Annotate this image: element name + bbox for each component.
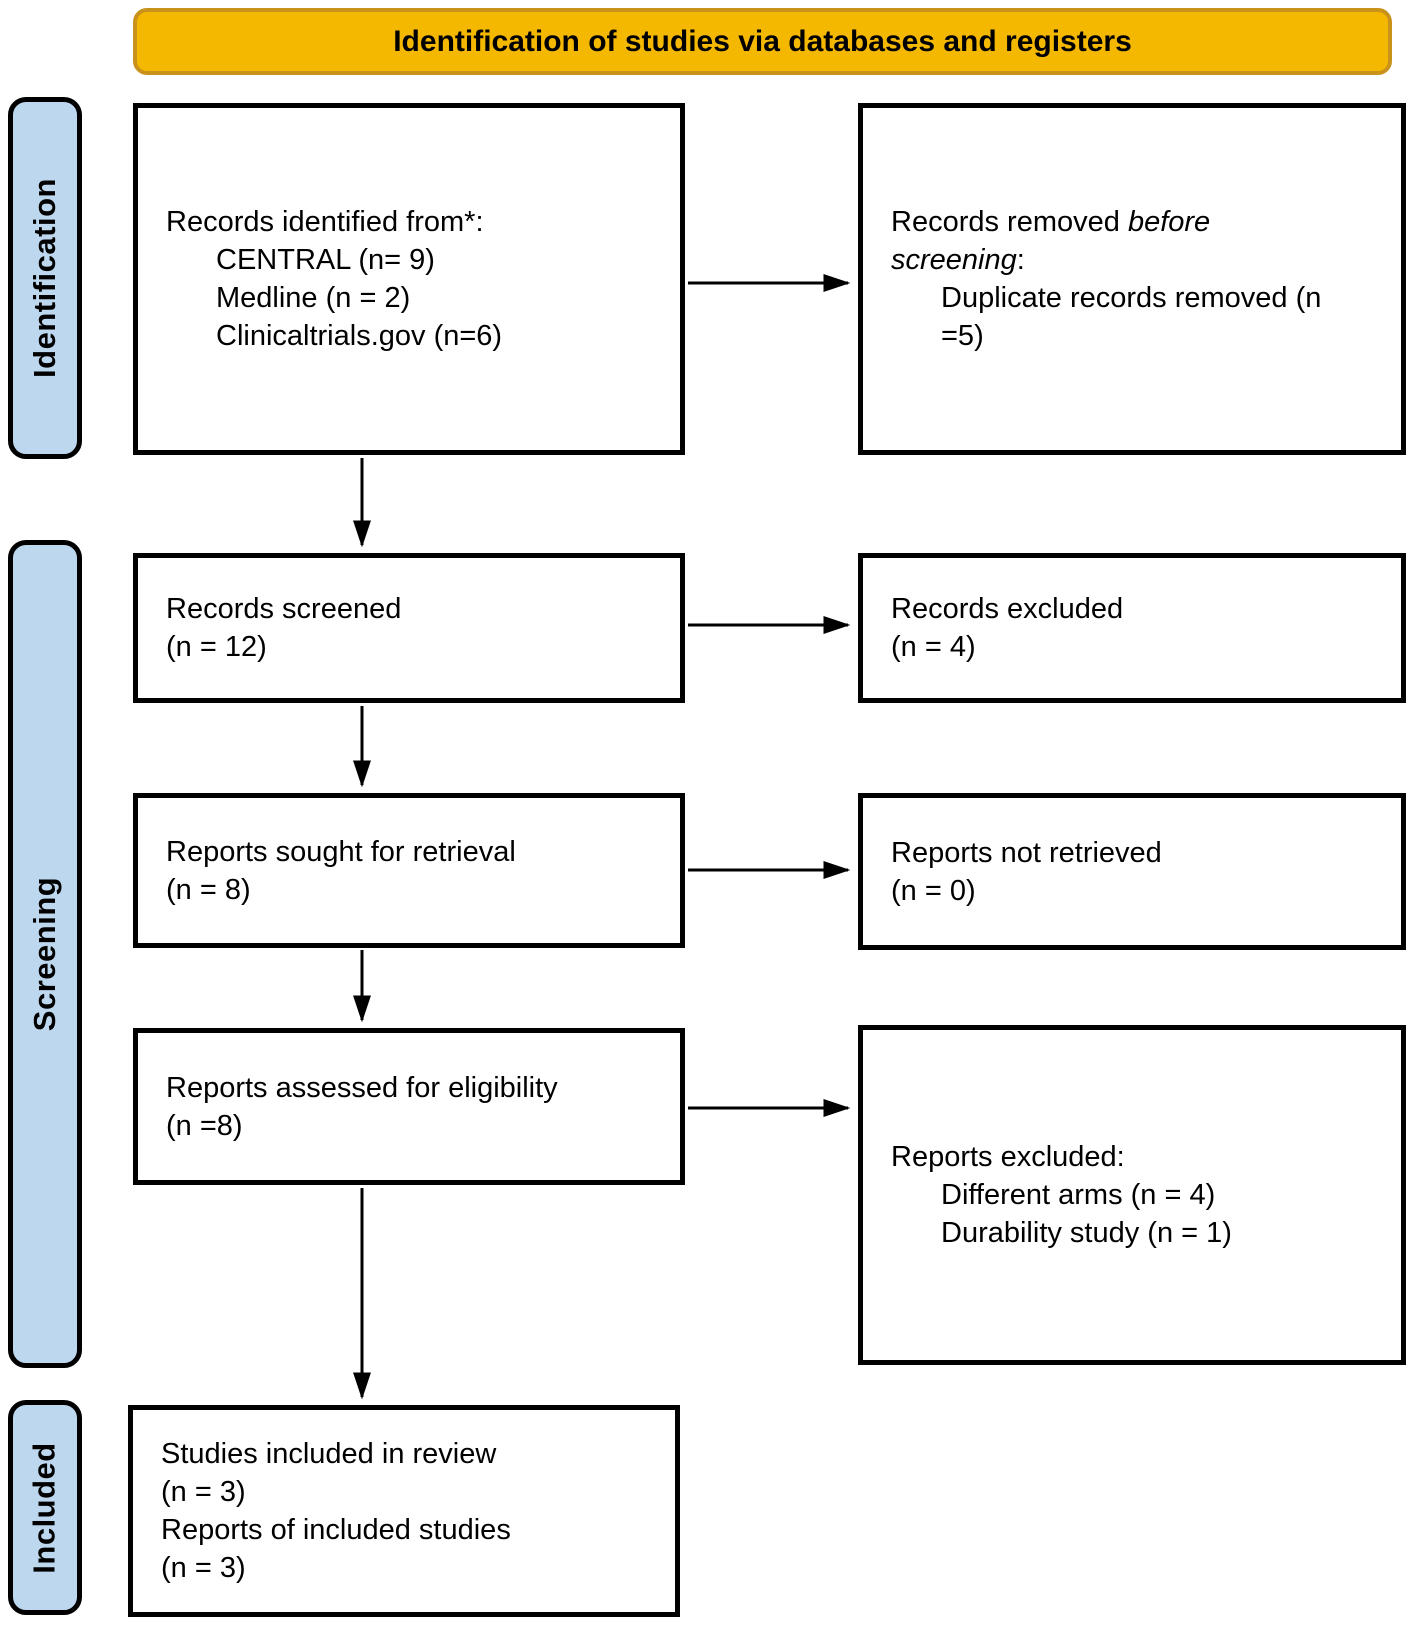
phase-label-identification-text: Identification (27, 178, 63, 378)
records-excluded-label: Records excluded (891, 593, 1124, 625)
phase-label-screening: Screening (8, 540, 82, 1368)
reports-not-retrieved-label: Reports not retrieved (891, 836, 1162, 869)
records-identified-item: Clinicaltrials.gov (n=6) (216, 320, 503, 352)
records-screened-label: Records screened (166, 593, 402, 625)
records-removed-heading-end: : (1016, 244, 1025, 276)
reports-excluded-item: Different arms (n = 4) (941, 1179, 1216, 1211)
reports-included-count: (n = 3) (161, 1552, 246, 1584)
studies-included-label: Studies included in review (161, 1438, 497, 1470)
studies-included-count: (n = 3) (161, 1476, 246, 1508)
phase-label-included-text: Included (27, 1441, 63, 1574)
box-records-screened: Records screened (n = 12) (133, 553, 685, 703)
reports-sought-label: Reports sought for retrieval (166, 835, 516, 868)
records-excluded-count: (n = 4) (891, 631, 976, 663)
reports-included-label: Reports of included studies (161, 1514, 511, 1546)
box-records-removed: Records removed before screening: Duplic… (858, 103, 1406, 455)
reports-sought-count: (n = 8) (166, 873, 251, 906)
records-screened-count: (n = 12) (166, 631, 267, 663)
records-identified-item: CENTRAL (n= 9) (216, 244, 435, 276)
box-records-excluded: Records excluded (n = 4) (858, 553, 1406, 703)
records-removed-heading: Records removed before screening: (891, 203, 1343, 279)
phase-label-identification: Identification (8, 97, 82, 459)
box-studies-included: Studies included in review (n = 3) Repor… (128, 1405, 680, 1617)
reports-excluded-heading: Reports excluded: (891, 1141, 1125, 1173)
records-identified-heading: Records identified from*: (166, 206, 484, 238)
reports-excluded-item: Durability study (n = 1) (941, 1217, 1232, 1249)
records-removed-item: Duplicate records removed (n =5) (941, 282, 1322, 352)
diagram-title-banner: Identification of studies via databases … (133, 8, 1392, 75)
reports-assessed-label: Reports assessed for eligibility (166, 1071, 558, 1104)
box-reports-sought: Reports sought for retrieval (n = 8) (133, 793, 685, 948)
reports-assessed-count: (n =8) (166, 1109, 243, 1142)
box-reports-not-retrieved: Reports not retrieved (n = 0) (858, 793, 1406, 950)
phase-label-screening-text: Screening (27, 876, 63, 1032)
records-identified-item: Medline (n = 2) (216, 282, 411, 314)
reports-not-retrieved-count: (n = 0) (891, 874, 976, 907)
records-removed-heading-italic: before screening (891, 206, 1211, 276)
box-reports-excluded: Reports excluded: Different arms (n = 4)… (858, 1025, 1406, 1365)
diagram-title: Identification of studies via databases … (393, 24, 1132, 58)
records-removed-heading-start: Records removed (891, 206, 1128, 238)
phase-label-included: Included (8, 1400, 82, 1615)
box-reports-assessed: Reports assessed for eligibility (n =8) (133, 1028, 685, 1185)
box-records-identified: Records identified from*: CENTRAL (n= 9)… (133, 103, 685, 455)
